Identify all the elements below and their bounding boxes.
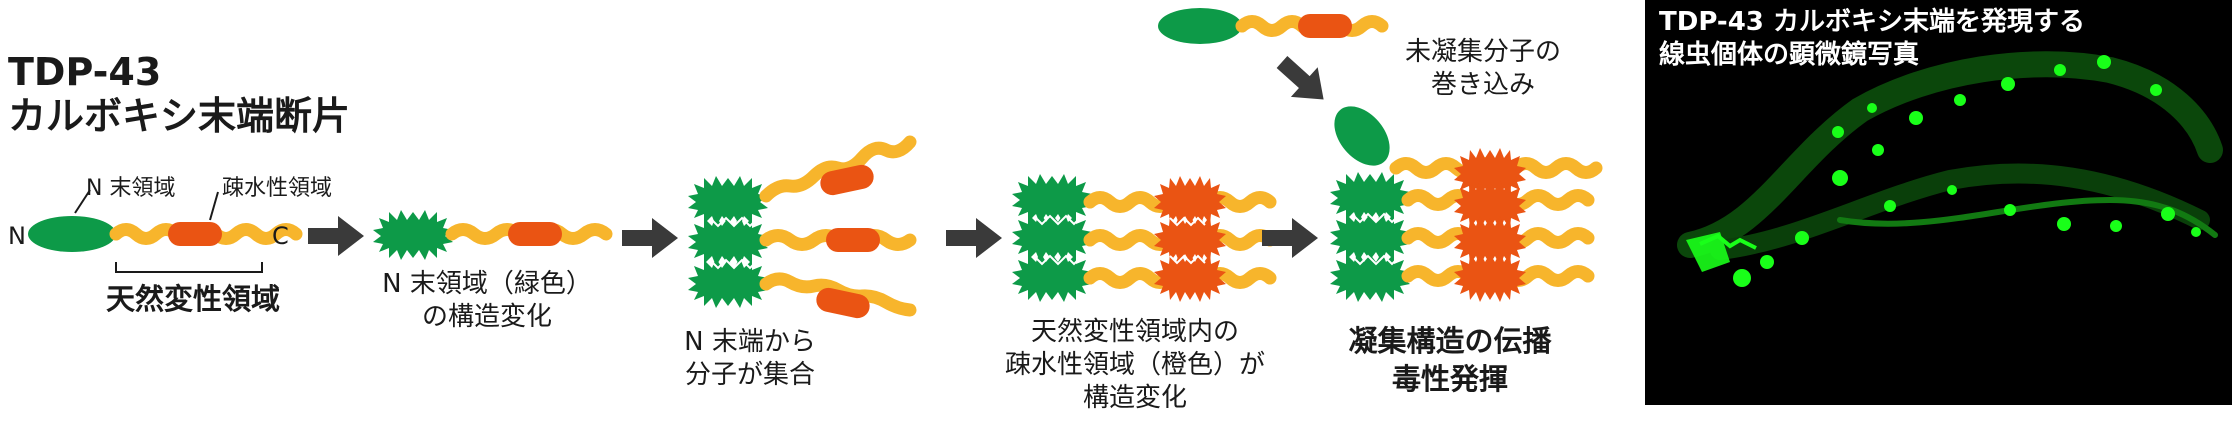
micrograph-caption: TDP-43 カルボキシ末端を発現する 線虫個体の顕微鏡写真 [1659,6,2085,72]
hydrophobic-domain-label: 疎水性領域 [222,176,333,201]
step-1-line-2: の構造変化 [421,302,552,332]
recruit-line-2: 巻き込み [1430,70,1535,100]
micrograph-line-1: TDP-43 カルボキシ末端を発現する [1659,7,2085,37]
free-molecule [1158,8,1389,44]
aggregate-propagation [1330,106,1603,302]
c-terminus-label: C [272,222,289,250]
step-2-caption: N 末端から 分子が集合 [660,326,840,392]
step-4-line-1: 凝集構造の伝播 [1348,324,1552,358]
micrograph-line-2: 線虫個体の顕微鏡写真 [1659,40,1920,70]
denatured-domain-label: 天然変性領域 [105,282,280,316]
title-line-1: TDP-43 [8,50,162,94]
figure-title: TDP-43 カルボキシ末端断片 [8,50,350,138]
arrow-4 [1262,218,1318,258]
step-1-caption: N 末領域（緑色） の構造変化 [362,268,612,334]
step-2-line-1: N 末端から [684,327,816,357]
arrow-3 [946,218,1002,258]
recruit-caption: 未凝集分子の 巻き込み [1368,36,1598,102]
micrograph-panel: TDP-43 カルボキシ末端を発現する 線虫個体の顕微鏡写真 [1645,0,2232,405]
step-3-caption: 天然変性領域内の 疎水性領域（橙色）が 構造変化 [985,316,1285,415]
worm-micrograph [1645,0,2232,405]
step-4-caption: 凝集構造の伝播 毒性発揮 [1320,322,1580,398]
n-terminus-label: N [8,222,26,250]
n-terminal-assembly [688,135,917,319]
step-3-line-1: 天然変性領域内の [1030,317,1239,347]
step-4-line-2: 毒性発揮 [1391,362,1508,396]
changed-molecule [373,210,613,260]
step-3-line-3: 構造変化 [1082,383,1187,413]
step-1-line-1: N 末領域（緑色） [382,269,592,299]
arrow-1 [308,216,364,256]
recruit-line-1: 未凝集分子の [1404,37,1561,67]
title-line-2: カルボキシ末端断片 [8,94,351,138]
step-2-line-2: 分子が集合 [684,360,815,390]
arrow-2 [622,218,678,258]
hydrophobic-change [1012,174,1277,302]
native-molecule [28,189,303,273]
n-terminal-domain-label: N 末領域 [86,176,176,201]
recruit-arrow [1268,47,1337,115]
step-3-line-2: 疎水性領域（橙色）が [1004,350,1265,380]
